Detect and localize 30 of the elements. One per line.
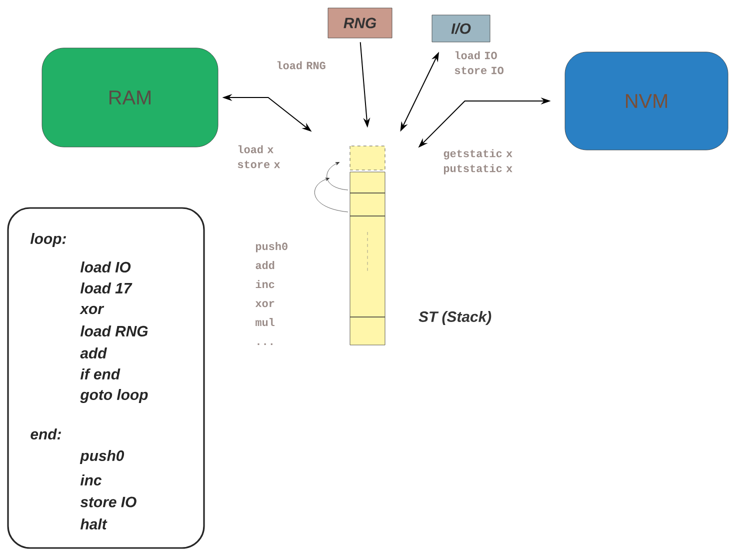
code-line: load RNG (80, 326, 148, 336)
stack-drawing (314, 146, 386, 346)
code-box (7, 207, 205, 549)
code-line: halt (80, 518, 108, 530)
stack-caption: ST (Stack) (418, 311, 492, 325)
ram-box: RAM (42, 48, 218, 148)
nvm-box: NVM (564, 52, 728, 150)
code-line: inc (80, 474, 102, 486)
code-line: push0 (80, 450, 124, 464)
instruction-label: ... (258, 343, 272, 345)
instruction-label: mul (256, 318, 274, 326)
code-line: xor (80, 306, 104, 314)
edge-label: load IO store IO (454, 51, 504, 74)
instruction-label: add (256, 261, 274, 270)
io-box: I/O (432, 14, 490, 42)
edge-label: load x store x (238, 145, 280, 168)
code-line: load IO (80, 262, 131, 272)
code-line: add (80, 348, 108, 358)
section-label: loop: (30, 233, 66, 247)
code-line: if end (80, 368, 120, 380)
instruction-label: push0 (256, 242, 288, 252)
section-label: end: (30, 428, 61, 440)
code-line: store IO (80, 496, 136, 508)
instruction-label: inc (256, 280, 274, 288)
rng-box: RNG (328, 8, 392, 38)
code-line: goto loop (80, 389, 148, 403)
edge-label: load RNG (277, 61, 326, 70)
edge-label: getstatic x putstatic x (444, 149, 512, 174)
instruction-label: xor (255, 301, 274, 308)
code-line: load 17 (80, 282, 132, 294)
